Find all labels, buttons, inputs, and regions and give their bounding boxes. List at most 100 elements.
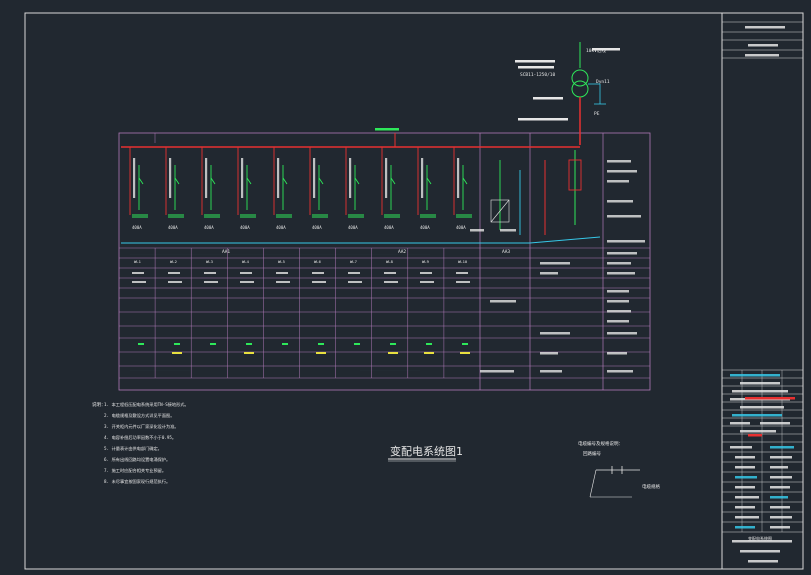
title-block-text-mark — [770, 516, 792, 519]
title-block-text-mark — [770, 496, 788, 499]
note-line: 1. 本工程低压配电系统采用TN-S接地形式。 — [104, 401, 189, 408]
feeder-name: WL8 — [386, 259, 394, 264]
title-block-text-mark — [770, 526, 790, 529]
feeder-switch — [282, 177, 288, 185]
panel-text-mark — [540, 272, 558, 275]
capacitor-diag — [490, 199, 510, 223]
panel-text-mark — [490, 300, 516, 303]
feeder-yellow-mark — [424, 352, 434, 354]
feeder-yellow-mark — [460, 352, 470, 354]
title-block-text-mark — [732, 414, 782, 417]
ground-label: PE — [594, 111, 600, 117]
feeder-cell-mark — [276, 281, 290, 283]
feeder-cell-mark — [204, 272, 216, 274]
feeder-green-mark — [246, 343, 252, 345]
panel-text-mark — [480, 370, 514, 373]
feeder-cell-mark — [312, 281, 326, 283]
title-block-text-mark — [730, 374, 780, 377]
transformer-label: SCB11-1250/10 — [520, 72, 556, 78]
feeder-cell-mark — [348, 281, 362, 283]
feeder-cell-mark — [312, 272, 324, 274]
title-block-text-mark — [770, 486, 790, 489]
title-block-text-mark — [770, 466, 788, 469]
feeder-name: WL7 — [350, 259, 357, 264]
transformer-winding-1 — [571, 69, 589, 87]
feeder-name: WL3 — [206, 259, 213, 264]
transformer-text-mark — [518, 66, 554, 69]
feeder-label-mark — [349, 158, 352, 198]
panel-text-mark — [607, 300, 629, 303]
title-block-text-mark — [740, 550, 780, 553]
feeder-name: WL6 — [314, 259, 322, 264]
note-line: 3. 开关柜内元件以厂家深化设计为准。 — [104, 423, 179, 430]
feeder-cell-mark — [240, 272, 252, 274]
feeder-switch — [210, 177, 216, 185]
panel-text-mark — [607, 215, 641, 218]
feeder-label-mark — [133, 158, 136, 198]
title-block-text-mark — [748, 44, 778, 47]
title-block-text-mark — [735, 516, 759, 519]
note-line: 8. 未尽事宜按国家现行规范执行。 — [104, 478, 170, 485]
incomer-text-mark — [533, 97, 563, 100]
feeder-cell-mark — [132, 281, 146, 283]
note-line: 4. 电容补偿后功率因数不小于0.95。 — [104, 434, 176, 441]
section-label-aa1: AA1 — [222, 249, 230, 255]
feeder-yellow-mark — [172, 352, 182, 354]
title-block-text-mark — [735, 506, 755, 509]
section-label-aa3: AA3 — [502, 249, 510, 255]
drawing-title: 变配电系统图1 — [390, 444, 463, 458]
title-block-text-mark — [760, 422, 790, 425]
panel-table-outline — [118, 132, 651, 391]
legend-title: 电缆编号及规格说明： — [578, 440, 623, 447]
busbar-label-mark — [375, 128, 399, 131]
feeder-name: WL10 — [458, 259, 468, 264]
legend-leader — [589, 469, 597, 498]
panel-text-mark — [607, 180, 629, 183]
legend-tag: 电缆规格 — [642, 483, 660, 490]
feeder-switch — [462, 177, 468, 185]
feeder-cell-mark — [456, 272, 468, 274]
note-line: 5. 计量表计由供电部门确定。 — [104, 445, 162, 452]
title-block-text-mark — [770, 446, 794, 449]
panel-text-mark — [540, 332, 570, 335]
incoming-label: 10kV进线 — [586, 47, 606, 54]
feeder-label-mark — [457, 158, 460, 198]
feeder-switch — [318, 177, 324, 185]
transformer-winding-2 — [571, 80, 589, 98]
feeder-cell-mark — [168, 281, 182, 283]
feeder-rating: 400A — [168, 225, 178, 230]
transformer-incomer: 10kV进线 SCB11-1250/10 Dyn11 PE — [520, 42, 610, 145]
neutral-bar-end — [529, 236, 601, 244]
note-line: 2. 电缆规格及敷设方式详见平面图。 — [104, 412, 174, 419]
feeder-rating: 400A — [312, 225, 322, 230]
feeder-green-mark — [354, 343, 360, 345]
panel-text-mark — [607, 160, 631, 163]
feeder-yellow-mark — [244, 352, 254, 354]
panel-text-mark — [470, 229, 484, 232]
feeder-cell-mark — [384, 281, 398, 283]
panel-text-mark — [500, 229, 516, 232]
panel-text-mark — [607, 262, 631, 265]
design-notes: 说明：1. 本工程低压配电系统采用TN-S接地形式。2. 电缆规格及敷设方式详见… — [92, 401, 189, 485]
title-block-text-mark — [732, 390, 788, 393]
title-block-text-mark — [735, 486, 755, 489]
feeder-label-mark — [313, 158, 316, 198]
transformer-text-mark — [515, 60, 555, 63]
panel-text-mark — [540, 352, 558, 355]
title-block-text-mark — [770, 476, 792, 479]
title-block-text-mark — [732, 540, 792, 543]
feeder-green-mark — [318, 343, 324, 345]
feeder-rating: 400A — [348, 225, 358, 230]
feeder-green-mark — [210, 343, 216, 345]
title-block-red-mark — [748, 434, 762, 437]
title-block-text-mark — [740, 430, 776, 433]
feeder-switch — [390, 177, 396, 185]
feeder-rating: 400A — [240, 225, 250, 230]
incomer-text-mark — [518, 118, 568, 121]
feeder-green-mark — [282, 343, 288, 345]
title-block: 变配电系统图 — [721, 13, 803, 569]
title-block-text-mark — [735, 476, 757, 479]
title-block-text-mark — [730, 422, 750, 425]
feeder-rating: 400A — [456, 225, 466, 230]
